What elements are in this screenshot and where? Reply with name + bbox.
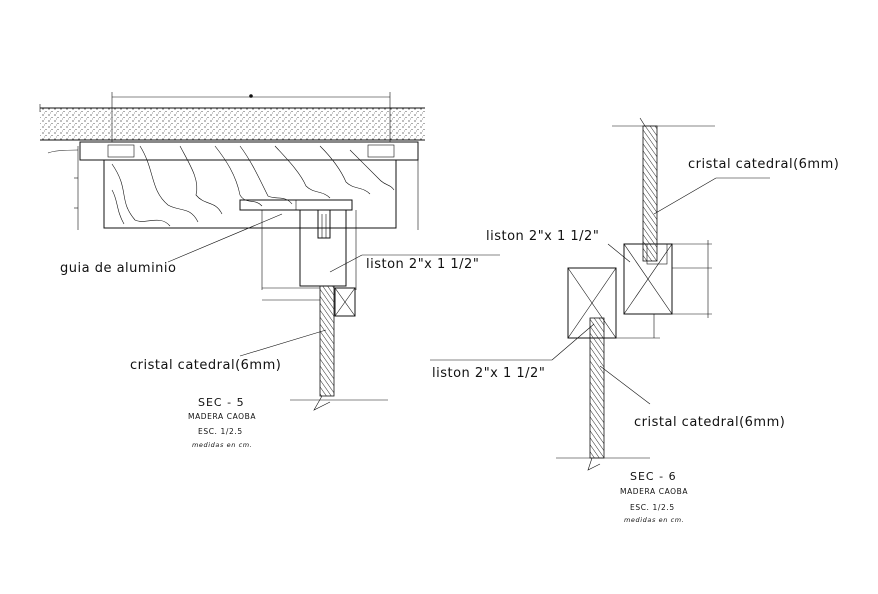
label-cristal-sec5: cristal catedral(6mm) — [130, 358, 281, 373]
label-cristal-top-sec6: cristal catedral(6mm) — [688, 157, 839, 172]
section-5-material: MADERA CAOBA — [188, 412, 256, 421]
section-6-scale: ESC. 1/2.5 — [630, 503, 675, 512]
section-5-units: medidas en cm. — [192, 441, 252, 449]
label-cristal-bottom-sec6: cristal catedral(6mm) — [634, 415, 785, 430]
label-liston-sec5: liston 2"x 1 1/2" — [366, 257, 479, 272]
section-5-title: SEC - 5 — [198, 396, 245, 409]
label-liston-top-sec6: liston 2"x 1 1/2" — [486, 229, 599, 244]
section-5-drawing — [39, 92, 500, 411]
section-5-scale: ESC. 1/2.5 — [198, 427, 243, 436]
section-6-units: medidas en cm. — [624, 516, 684, 524]
section-6-title: SEC - 6 — [630, 470, 677, 483]
section-6-drawing — [430, 117, 770, 471]
label-liston-bottom-sec6: liston 2"x 1 1/2" — [432, 366, 545, 381]
label-guia-de-aluminio: guia de aluminio — [60, 261, 176, 276]
section-6-material: MADERA CAOBA — [620, 487, 688, 496]
